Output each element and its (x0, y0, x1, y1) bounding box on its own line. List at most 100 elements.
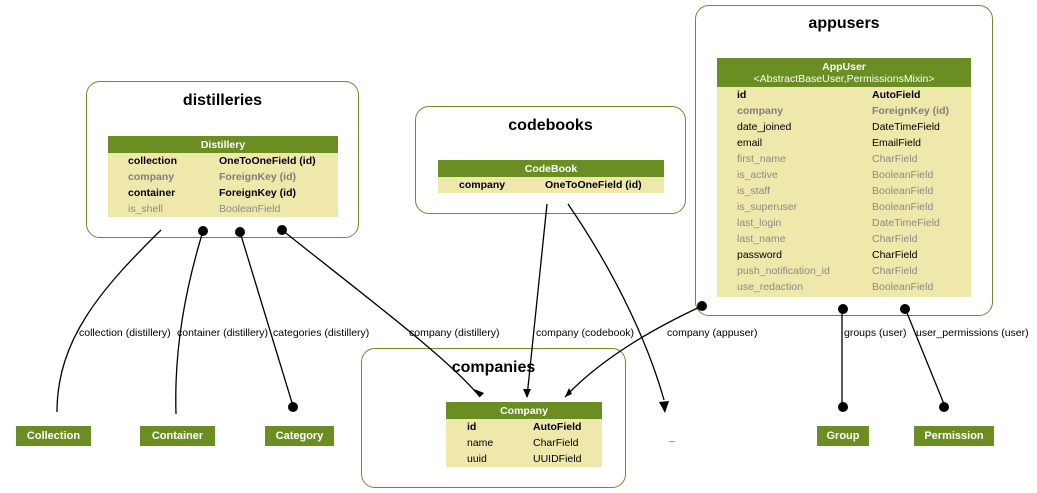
field-name: company (459, 179, 506, 191)
edge-label-categories: categories (distillery) (273, 327, 370, 339)
edge-dot (838, 304, 848, 314)
field-name: company (737, 105, 784, 117)
edge-label-collection: collection (distillery) (79, 327, 171, 339)
field-row-is-staff: is_staff BooleanField (717, 183, 971, 199)
field-row-collection: collection OneToOneField (id) (108, 153, 338, 169)
field-row-email: email EmailField (717, 135, 971, 151)
field-row-name: name CharField (446, 435, 602, 451)
field-type: ForeignKey (id) (219, 171, 297, 183)
edge-container (175, 230, 204, 415)
edge-dot (288, 402, 298, 412)
field-name: is_shell (128, 203, 164, 215)
field-type: UUIDField (533, 453, 582, 465)
field-type: CharField (872, 249, 918, 261)
field-name: is_active (737, 169, 778, 181)
field-name: id (467, 421, 477, 433)
field-type: CharField (872, 233, 918, 245)
field-name: is_staff (737, 185, 771, 197)
node-category[interactable]: Category (265, 426, 334, 446)
field-type: BooleanField (872, 281, 934, 293)
field-name: uuid (467, 453, 487, 465)
edge-dot (697, 301, 707, 311)
node-group[interactable]: Group (817, 426, 869, 446)
cluster-title-companies: companies (451, 359, 536, 376)
field-type: DateTimeField (872, 217, 940, 229)
edge-company-codebook (526, 203, 548, 398)
field-row-password: password CharField (717, 247, 971, 263)
field-type: BooleanField (872, 185, 934, 197)
edge-codebook-unnamed (567, 203, 665, 401)
edge-label-user-permissions: user_permissions (user) (916, 327, 1029, 339)
field-type: AutoField (872, 89, 921, 101)
field-row-use-redaction: use_redaction BooleanField (717, 279, 971, 295)
edge-arrowhead (659, 401, 669, 413)
field-row-is-superuser: is_superuser BooleanField (717, 199, 971, 215)
field-row-is-shell: is_shell BooleanField (108, 201, 338, 217)
model-header: Distillery (108, 136, 338, 153)
model-appuser[interactable]: AppUser <AbstractBaseUser,PermissionsMix… (717, 58, 971, 297)
field-type: EmailField (872, 137, 922, 149)
field-type: BooleanField (219, 203, 281, 215)
edge-company-appuser (564, 305, 703, 398)
edge-user-permissions (904, 307, 945, 405)
edge-label-groups: groups (user) (844, 327, 907, 339)
edge-label-company-distillery: company (distillery) (409, 327, 500, 339)
model-header: AppUser <AbstractBaseUser,PermissionsMix… (717, 58, 971, 87)
field-name: use_redaction (737, 281, 803, 293)
field-name: password (737, 249, 782, 261)
node-container[interactable]: Container (140, 426, 215, 446)
field-name: last_name (737, 233, 786, 245)
model-codebook[interactable]: CodeBook company OneToOneField (id) (438, 160, 664, 193)
edge-collection (56, 229, 162, 413)
field-type: CharField (533, 437, 579, 449)
field-type: BooleanField (872, 201, 934, 213)
cluster-title-codebooks: codebooks (508, 117, 593, 134)
edge-dot (939, 402, 949, 412)
edge-label-company-appuser: company (appuser) (667, 327, 758, 339)
field-type: OneToOneField (id) (545, 179, 642, 191)
field-name: push_notification_id (737, 265, 830, 277)
field-row-last-login: last_login DateTimeField (717, 215, 971, 231)
field-row-last-name: last_name CharField (717, 231, 971, 247)
node-permission[interactable]: Permission (914, 426, 994, 446)
field-name: first_name (737, 153, 787, 165)
edge-dot (838, 402, 848, 412)
field-name: name (467, 437, 494, 449)
field-type: OneToOneField (id) (219, 155, 316, 167)
edge-dot (235, 227, 245, 237)
field-type: CharField (872, 265, 918, 277)
field-name: email (737, 137, 763, 149)
node-collection[interactable]: Collection (16, 426, 91, 446)
model-name: AppUser (822, 61, 866, 73)
edge-categories (239, 231, 294, 407)
field-name: date_joined (737, 121, 792, 133)
model-header: Company (446, 402, 602, 419)
edge-label-container: container (distillery) (177, 327, 269, 339)
field-name: is_superuser (737, 201, 798, 213)
edge-arrowhead (474, 389, 484, 397)
field-row-company: company OneToOneField (id) (438, 177, 664, 193)
model-header: CodeBook (438, 160, 664, 177)
field-type: ForeignKey (id) (219, 187, 297, 199)
field-name: collection (128, 155, 178, 167)
field-name: container (128, 187, 176, 199)
field-list: company OneToOneField (id) (438, 177, 664, 193)
field-name: last_login (737, 217, 782, 229)
cluster-title-appusers: appusers (808, 15, 880, 32)
edge-dot (198, 226, 208, 236)
edge-arrowhead (565, 388, 572, 397)
model-bases: <AbstractBaseUser,PermissionsMixin> (753, 73, 935, 85)
field-row-container: container ForeignKey (id) (108, 185, 338, 201)
node-unnamed: _ (669, 431, 675, 443)
